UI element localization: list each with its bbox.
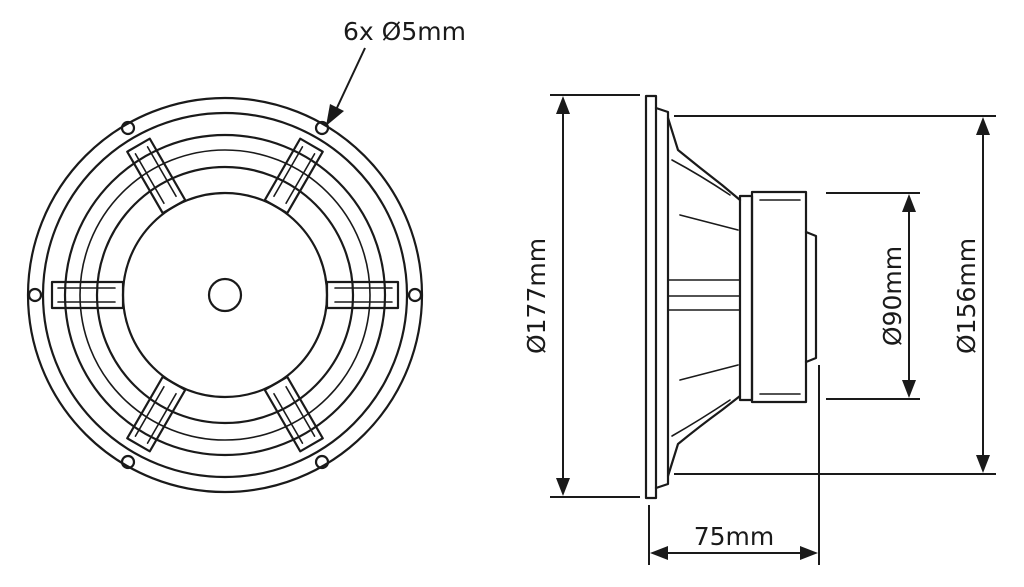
frame-outer-rim [26, 96, 424, 494]
spoke [263, 375, 324, 453]
arrowhead [556, 96, 570, 114]
side-flange [644, 94, 658, 500]
arrowhead [902, 194, 916, 212]
basket-bottom-inner [671, 399, 731, 437]
arrowhead [976, 455, 990, 473]
side-spoke-middle [667, 279, 741, 311]
mounting-hole [120, 120, 136, 136]
spoke [50, 280, 125, 310]
dim-magnet-diameter: Ø90mm [826, 192, 920, 400]
mounting-holes [27, 120, 423, 470]
leader-arrowhead [326, 104, 344, 126]
arrowhead [650, 546, 668, 560]
basket-top-profile [666, 116, 742, 202]
arrowhead [800, 546, 818, 560]
holes-label: 6x Ø5mm [343, 17, 466, 46]
spoke [263, 137, 324, 215]
outer-diameter-label: Ø177mm [522, 238, 551, 354]
basket-spokes [50, 137, 400, 453]
mounting-hole [120, 454, 136, 470]
basket-bottom-profile [666, 394, 742, 478]
side-gasket [654, 106, 670, 490]
spoke [325, 280, 400, 310]
front-view: 6x Ø5mm [26, 17, 466, 494]
magnet-outline [121, 191, 329, 399]
side-magnet-plates [759, 199, 801, 395]
depth-label: 75mm [694, 522, 775, 551]
mounting-hole [314, 120, 330, 136]
mounting-hole [314, 454, 330, 470]
dim-cutout-diameter: Ø156mm [674, 115, 996, 475]
cone-outer-ring [63, 133, 387, 457]
magnet-diameter-label: Ø90mm [878, 246, 907, 346]
frame-inner-rim [41, 111, 409, 479]
basket-back-plate [738, 194, 754, 402]
cutout-diameter-label: Ø156mm [952, 238, 981, 354]
cone-mid-ring [79, 149, 371, 441]
mounting-hole [407, 287, 423, 303]
arrowhead [556, 478, 570, 496]
frame-basket-ring [95, 165, 355, 425]
arrowhead [902, 380, 916, 398]
spoke [126, 137, 187, 215]
spoke [126, 375, 187, 453]
holes-leader [326, 47, 366, 126]
leader-line [334, 47, 366, 113]
side-back-plate [804, 230, 818, 364]
dim-depth: 75mm [648, 365, 820, 565]
mounting-hole [27, 287, 43, 303]
arrowhead [976, 117, 990, 135]
side-magnet [750, 190, 808, 404]
basket-top-inner [671, 159, 731, 196]
pole-piece [207, 277, 243, 313]
side-spoke-diagonals [679, 214, 739, 381]
dim-outer-diameter: Ø177mm [522, 94, 640, 498]
side-view [644, 94, 818, 500]
